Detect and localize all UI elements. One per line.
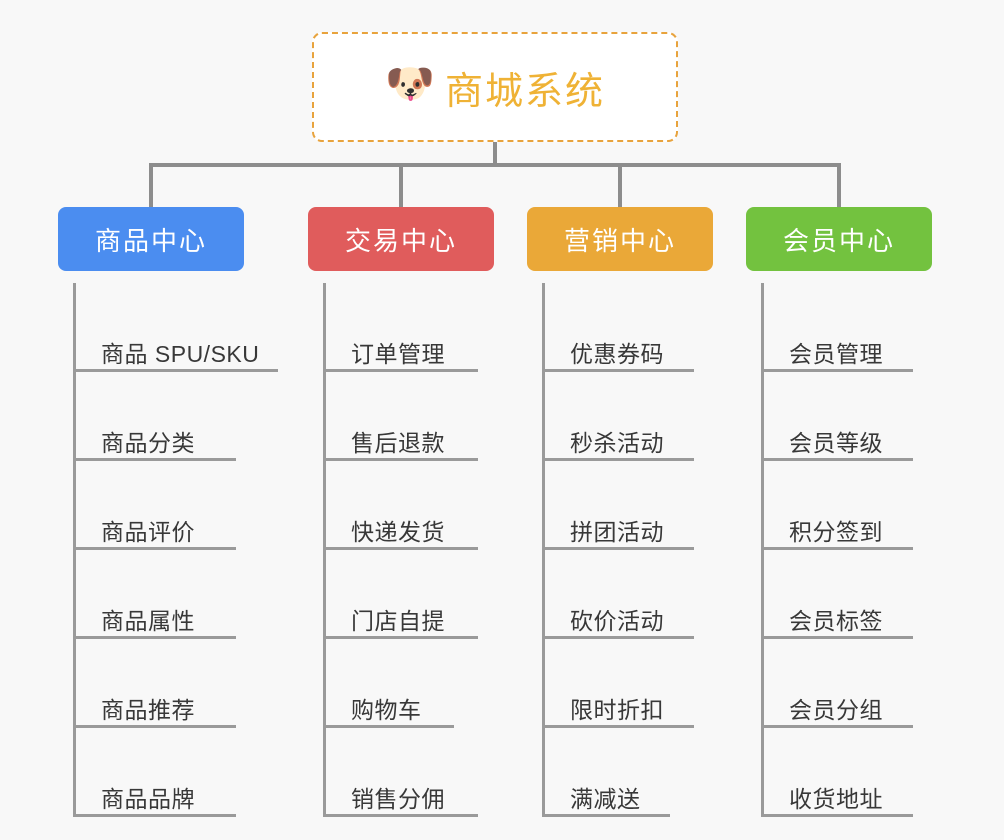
leaf-label: 门店自提: [351, 607, 445, 634]
leaf-underline: [323, 636, 478, 639]
branch-drop-connector-3: [837, 163, 841, 207]
leaf-underline: [73, 725, 236, 728]
root-node-title: 商城系统: [444, 70, 605, 113]
leaf-underline: [542, 636, 694, 639]
leaf-underline: [761, 636, 913, 639]
leaf-node[interactable]: 商品评价: [73, 461, 259, 550]
leaf-label: 商品评价: [101, 518, 195, 545]
leaf-column-2: 优惠券码秒杀活动拼团活动砍价活动限时折扣满减送: [542, 283, 694, 817]
leaf-node[interactable]: 收货地址: [761, 728, 913, 817]
leaf-label: 订单管理: [351, 340, 445, 367]
leaf-spine: [761, 283, 764, 817]
leaf-node[interactable]: 限时折扣: [542, 639, 694, 728]
leaf-node[interactable]: 商品属性: [73, 550, 259, 639]
leaf-underline: [761, 547, 913, 550]
branch-label: 交易中心: [344, 225, 457, 256]
leaf-node[interactable]: 购物车: [323, 639, 454, 728]
leaf-underline: [323, 458, 478, 461]
leaf-label: 拼团活动: [570, 518, 664, 545]
leaf-node[interactable]: 优惠券码: [542, 283, 694, 372]
leaf-node[interactable]: 商品品牌: [73, 728, 259, 817]
leaf-underline: [542, 458, 694, 461]
leaf-label: 商品 SPU/SKU: [101, 340, 260, 367]
leaf-spine: [323, 283, 326, 817]
branch-drop-connector-1: [399, 163, 403, 207]
leaf-label: 积分签到: [789, 518, 883, 545]
leaf-underline: [542, 814, 670, 817]
leaf-underline: [761, 814, 913, 817]
leaf-label: 会员标签: [789, 607, 883, 634]
leaf-label: 收货地址: [789, 785, 883, 812]
leaf-node[interactable]: 快递发货: [323, 461, 478, 550]
leaf-label: 商品推荐: [101, 696, 195, 723]
leaf-label: 商品品牌: [101, 785, 195, 812]
leaf-label: 会员管理: [789, 340, 883, 367]
branch-drop-connector-2: [618, 163, 622, 207]
branch-node-2[interactable]: 营销中心: [527, 207, 713, 271]
leaf-node[interactable]: 售后退款: [323, 372, 478, 461]
branch-drop-connector-0: [149, 163, 153, 207]
leaf-node[interactable]: 拼团活动: [542, 461, 694, 550]
leaf-node[interactable]: 门店自提: [323, 550, 478, 639]
leaf-label: 商品分类: [101, 429, 195, 456]
leaf-label: 优惠券码: [570, 340, 664, 367]
branch-label: 会员中心: [782, 225, 895, 256]
leaf-underline: [761, 725, 913, 728]
root-stem-connector: [493, 142, 497, 167]
leaf-node[interactable]: 满减送: [542, 728, 670, 817]
leaf-node[interactable]: 秒杀活动: [542, 372, 694, 461]
root-node[interactable]: 🐶 商城系统: [312, 32, 678, 142]
leaf-underline: [73, 458, 236, 461]
branch-node-1[interactable]: 交易中心: [308, 207, 494, 271]
leaf-underline: [323, 547, 478, 550]
leaf-label: 限时折扣: [570, 696, 664, 723]
leaf-label: 会员分组: [789, 696, 883, 723]
leaf-column-0: 商品 SPU/SKU 商品分类商品评价商品属性商品推荐商品品牌: [73, 283, 278, 817]
leaf-underline: [73, 814, 236, 817]
leaf-underline: [323, 369, 478, 372]
leaf-node[interactable]: 订单管理: [323, 283, 478, 372]
leaf-underline: [323, 814, 478, 817]
leaf-column-1: 订单管理售后退款快递发货门店自提购物车销售分佣: [323, 283, 478, 817]
leaf-label: 售后退款: [351, 429, 445, 456]
leaf-underline: [761, 369, 913, 372]
leaf-underline: [542, 547, 694, 550]
leaf-node[interactable]: 销售分佣: [323, 728, 478, 817]
leaf-node[interactable]: 商品分类: [73, 372, 259, 461]
leaf-label: 购物车: [351, 696, 422, 723]
leaf-spine: [542, 283, 545, 817]
leaf-underline: [73, 547, 236, 550]
leaf-node[interactable]: 会员分组: [761, 639, 913, 728]
leaf-underline: [542, 725, 694, 728]
branch-label: 商品中心: [94, 225, 207, 256]
leaf-label: 快递发货: [351, 518, 445, 545]
horizontal-bus-connector: [149, 163, 841, 167]
shiba-dog-face-icon: 🐶: [384, 62, 435, 106]
leaf-node[interactable]: 砍价活动: [542, 550, 694, 639]
leaf-label: 满减送: [570, 785, 641, 812]
leaf-node[interactable]: 会员等级: [761, 372, 913, 461]
leaf-node[interactable]: 商品推荐: [73, 639, 259, 728]
leaf-underline: [73, 369, 278, 372]
leaf-label: 商品属性: [101, 607, 195, 634]
leaf-underline: [73, 636, 236, 639]
leaf-underline: [542, 369, 694, 372]
leaf-spine: [73, 283, 76, 817]
branch-label: 营销中心: [563, 225, 676, 256]
leaf-node[interactable]: 会员管理: [761, 283, 913, 372]
branch-node-0[interactable]: 商品中心: [58, 207, 244, 271]
leaf-label: 秒杀活动: [570, 429, 664, 456]
leaf-label: 会员等级: [789, 429, 883, 456]
leaf-column-3: 会员管理会员等级积分签到会员标签会员分组收货地址: [761, 283, 913, 817]
leaf-underline: [323, 725, 454, 728]
leaf-node[interactable]: 会员标签: [761, 550, 913, 639]
leaf-node[interactable]: 商品 SPU/SKU: [73, 283, 278, 372]
leaf-underline: [761, 458, 913, 461]
leaf-label: 砍价活动: [570, 607, 664, 634]
leaf-label: 销售分佣: [351, 785, 445, 812]
leaf-node[interactable]: 积分签到: [761, 461, 913, 550]
branch-node-3[interactable]: 会员中心: [746, 207, 932, 271]
